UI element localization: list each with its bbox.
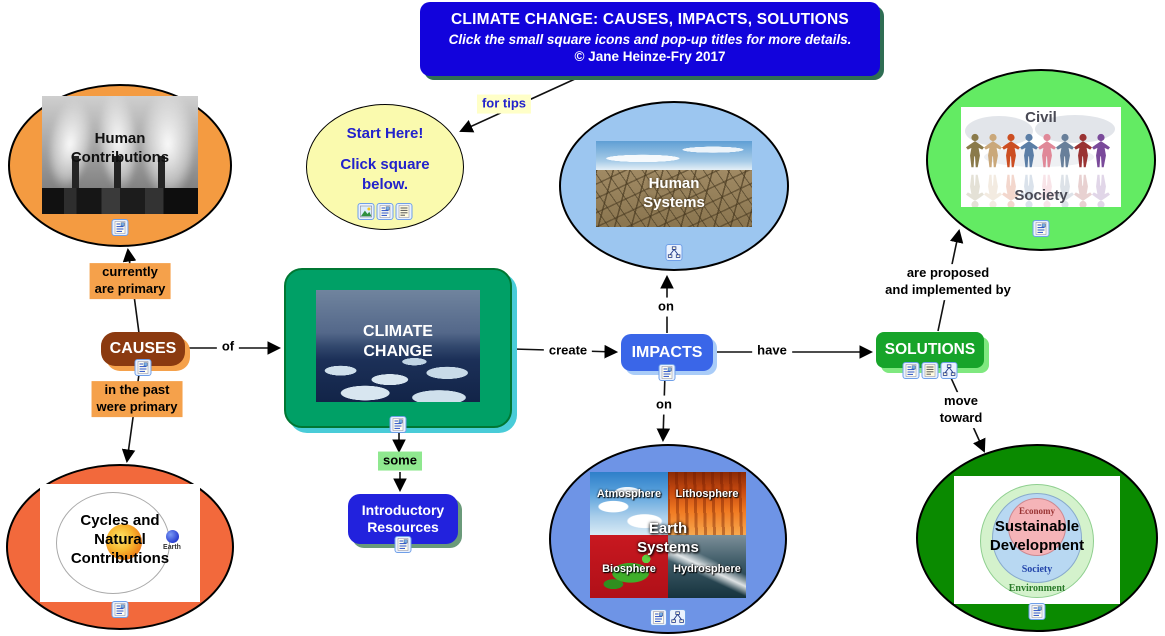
image-resource-icon[interactable] xyxy=(358,203,375,220)
link-label-create: create xyxy=(543,341,593,361)
civil-society-node[interactable]: Civil Society xyxy=(926,69,1156,251)
link-label-currently-are-primary: currently are primary xyxy=(89,263,171,299)
link-label-are-proposed: are proposed and implemented by xyxy=(880,264,1016,300)
drought-cracked-earth-photo: Human Systems xyxy=(596,141,752,227)
document-resource-icon[interactable] xyxy=(395,536,412,553)
start-here-label: Start Here! xyxy=(346,125,424,142)
map-subtitle: Click the small square icons and pop-up … xyxy=(448,32,852,47)
link-label-in-the-past-were-primary: in the past were primary xyxy=(91,381,183,417)
climate-change-label: CLIMATE CHANGE xyxy=(363,323,433,360)
sustainable-development-node[interactable]: Economy Society Environment Sustainable … xyxy=(916,444,1158,632)
smokestack xyxy=(114,156,121,192)
human-systems-label: Human Systems xyxy=(643,175,705,211)
biosphere-quadrant: Biosphere xyxy=(590,535,668,598)
lithosphere-quadrant: Lithosphere xyxy=(668,472,746,535)
earth-systems-quadrant-photo: Atmosphere Lithosphere Biosphere Hydrosp… xyxy=(590,472,746,598)
document-resource-icon[interactable] xyxy=(1029,603,1046,620)
document-resource-icon[interactable] xyxy=(650,609,667,626)
document-resource-icon[interactable] xyxy=(112,601,129,618)
text-resource-icon[interactable] xyxy=(922,362,939,379)
map-title-box: CLIMATE CHANGE: CAUSES, IMPACTS, SOLUTIO… xyxy=(420,2,880,76)
smokestack xyxy=(72,156,79,192)
document-resource-icon[interactable] xyxy=(135,359,152,376)
start-here-node: Start Here! Click square below. xyxy=(306,104,464,230)
society-ring-label: Society xyxy=(1021,564,1053,575)
link-label-on-lower: on xyxy=(651,395,677,415)
impacts-label: IMPACTS xyxy=(631,343,703,361)
impacts-node[interactable]: IMPACTS xyxy=(621,334,713,371)
map-title: CLIMATE CHANGE: CAUSES, IMPACTS, SOLUTIO… xyxy=(451,11,849,28)
biosphere-label: Biosphere xyxy=(602,563,656,575)
sustainable-development-rings-illustration: Economy Society Environment Sustainable … xyxy=(954,476,1120,604)
paper-doll-people-graphic xyxy=(965,115,1115,207)
lithosphere-label: Lithosphere xyxy=(675,488,739,500)
cracked-ground xyxy=(596,170,752,227)
introductory-resources-label: Introductory Resources xyxy=(361,501,445,536)
earth-systems-label: Earth Systems xyxy=(637,519,699,556)
document-resource-icon[interactable] xyxy=(377,203,394,220)
document-resource-icon[interactable] xyxy=(1033,220,1050,237)
click-square-label: Click square below. xyxy=(340,156,430,193)
map-copyright: © Jane Heinze-Fry 2017 xyxy=(574,49,726,64)
document-resource-icon[interactable] xyxy=(112,219,129,236)
document-resource-icon[interactable] xyxy=(659,364,676,381)
smokestacks-photo: Human Contributions xyxy=(42,96,198,214)
power-plant-silhouette xyxy=(42,188,198,214)
cmap-resource-icon[interactable] xyxy=(669,609,686,626)
causes-node[interactable]: CAUSES xyxy=(101,332,185,366)
link-label-move-toward: move toward xyxy=(934,392,988,428)
earth-illustration xyxy=(166,530,179,543)
human-systems-node[interactable]: Human Systems xyxy=(559,101,789,271)
text-resource-icon[interactable] xyxy=(396,203,413,220)
link-label-have: have xyxy=(752,341,792,361)
human-contributions-label: Human Contributions xyxy=(70,130,170,166)
causes-label: CAUSES xyxy=(109,340,177,357)
cycles-natural-contributions-label: Cycles and Natural Contributions xyxy=(70,512,170,567)
introductory-resources-node[interactable]: Introductory Resources xyxy=(348,494,458,544)
link-label-for-tips: for tips xyxy=(476,94,532,114)
society-label: Society xyxy=(1014,187,1068,204)
sky-strip xyxy=(596,141,752,171)
link-label-on-upper: on xyxy=(653,297,679,317)
atmosphere-label: Atmosphere xyxy=(596,488,662,500)
civil-society-people-illustration: Civil Society xyxy=(961,107,1121,207)
orbit-ring xyxy=(56,492,170,594)
earth-systems-node[interactable]: Atmosphere Lithosphere Biosphere Hydrosp… xyxy=(549,444,787,634)
hydrosphere-label: Hydrosphere xyxy=(673,563,741,575)
cmap-resource-icon[interactable] xyxy=(941,362,958,379)
link-label-some: some xyxy=(378,451,422,471)
document-resource-icon[interactable] xyxy=(903,362,920,379)
civil-label: Civil xyxy=(1025,109,1057,126)
economy-ring-label: Economy xyxy=(1019,506,1055,516)
cmap-resource-icon[interactable] xyxy=(666,244,683,261)
sun-earth-orbit-illustration: Earth Cycles and Natural Contributions xyxy=(40,484,200,602)
environment-ring-label: Environment xyxy=(1008,583,1066,594)
economy-ring xyxy=(1008,498,1066,556)
cycles-natural-contributions-node[interactable]: Earth Cycles and Natural Contributions xyxy=(6,464,234,630)
sun-illustration xyxy=(106,524,142,560)
document-resource-icon[interactable] xyxy=(390,416,407,433)
sustainable-development-label: Sustainable Development xyxy=(989,518,1085,554)
human-contributions-node[interactable]: Human Contributions xyxy=(8,84,232,247)
smoke-plume xyxy=(140,96,196,200)
solutions-node[interactable]: SOLUTIONS xyxy=(876,332,984,368)
smokestack xyxy=(158,156,165,192)
hydrosphere-quadrant: Hydrosphere xyxy=(668,535,746,598)
atmosphere-quadrant: Atmosphere xyxy=(590,472,668,535)
earth-caption: Earth xyxy=(163,544,181,551)
solutions-label: SOLUTIONS xyxy=(884,341,976,358)
melting-sea-ice-photo: CLIMATE CHANGE xyxy=(316,290,480,402)
link-label-of: of xyxy=(216,337,240,357)
climate-change-node[interactable]: CLIMATE CHANGE xyxy=(284,268,512,428)
